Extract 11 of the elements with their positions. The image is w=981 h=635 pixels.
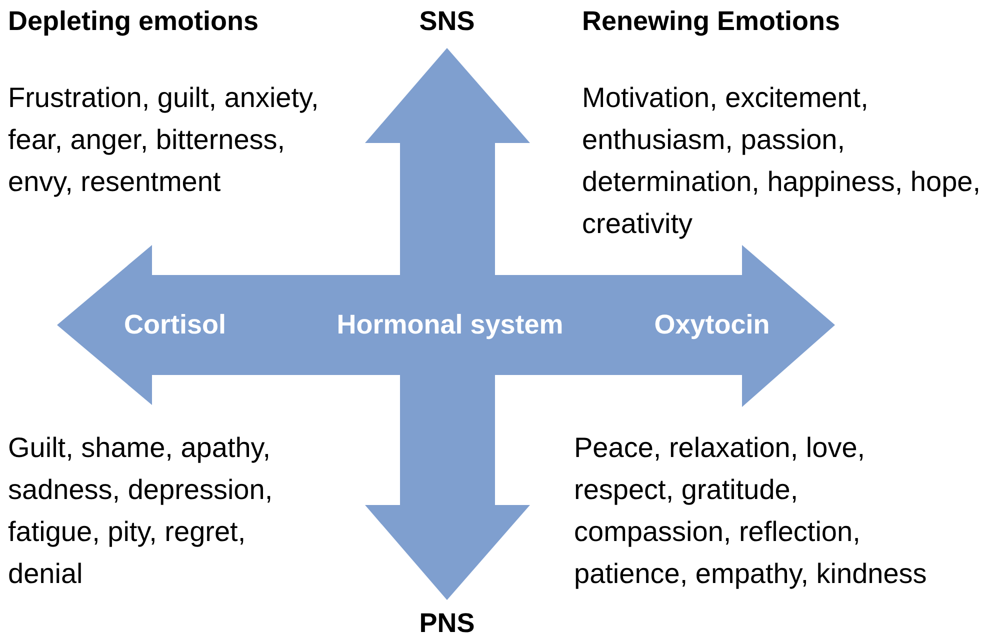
emotion-list: Guilt, shame, apathy, sadness, depression, fatigue, pity, regret, denial — [8, 427, 318, 595]
center-label: Hormonal system — [336, 310, 564, 340]
emotion-list: Motivation, excitement, enthusiasm, passion, determination, happiness, hope, creativity — [582, 77, 981, 245]
emotion-list: Peace, relaxation, love, respect, gratitude, compassion, reflection, patience, empathy, kindness — [574, 427, 944, 595]
bottom-axis-label: PNS — [418, 607, 476, 635]
emotion-list: Frustration, guilt, anxiety, fear, anger, bitterness, envy, resentment — [8, 77, 328, 203]
top-axis-label: SNS — [418, 5, 476, 38]
quadrant-heading: Renewing Emotions — [582, 5, 842, 38]
quadrant-heading: Depleting emotions — [8, 5, 260, 38]
hormone-label: Cortisol — [124, 310, 226, 340]
hormone-label: Oxytocin — [654, 310, 770, 340]
